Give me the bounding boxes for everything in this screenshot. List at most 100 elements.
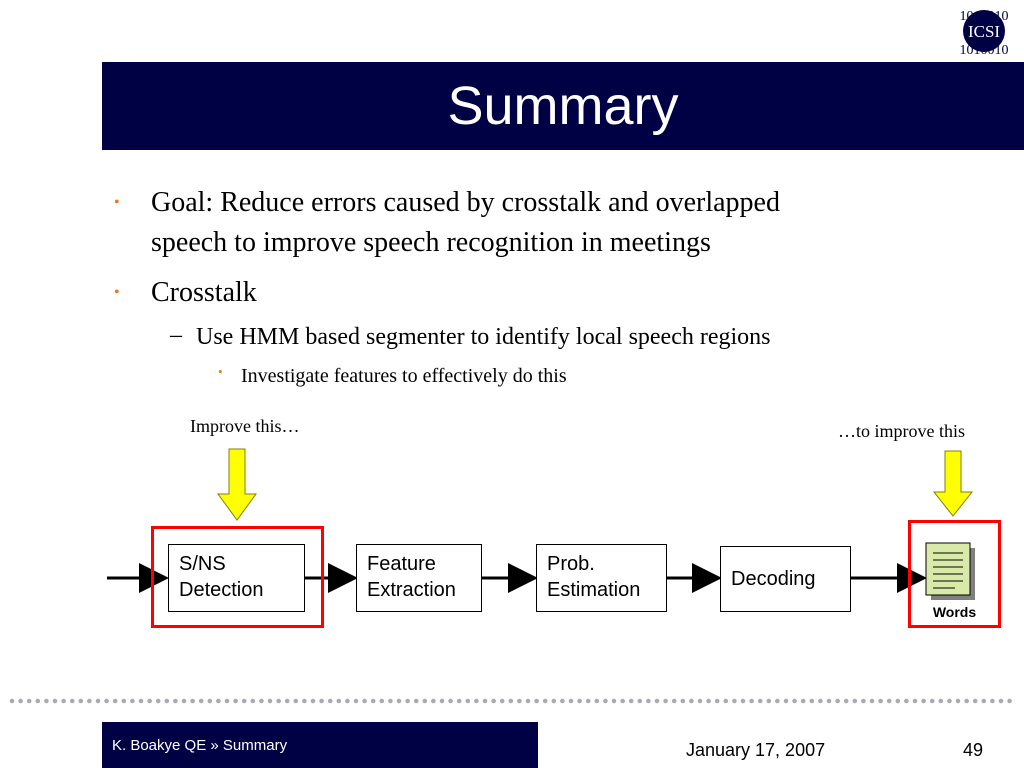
separator-dot <box>431 698 436 704</box>
separator-dot <box>680 698 686 704</box>
separator-dot <box>87 698 92 704</box>
separator-dot <box>697 698 703 704</box>
separator-dot <box>69 698 75 704</box>
separator-dot <box>465 698 471 704</box>
separator-dot <box>990 698 995 704</box>
separator-dot <box>560 698 565 704</box>
separator-dot <box>130 698 135 704</box>
separator-dot <box>869 698 875 704</box>
separator-dot <box>379 698 385 704</box>
separator-dot <box>577 698 582 704</box>
slide-title: Summary <box>447 76 679 136</box>
separator-dot <box>585 698 591 704</box>
separator-dot <box>568 698 574 704</box>
dotted-separator <box>9 698 1012 704</box>
separator-dot <box>895 698 901 704</box>
separator-dot <box>637 698 643 704</box>
separator-dot <box>783 698 789 704</box>
separator-dot <box>766 698 772 704</box>
separator-dot <box>190 698 195 704</box>
separator-dot <box>147 698 152 704</box>
sub-bullet-hmm: Use HMM based segmenter to identify loca… <box>196 324 771 350</box>
separator-dot <box>800 698 806 704</box>
separator-dot <box>628 698 634 704</box>
separator-dot <box>207 698 213 704</box>
separator-dot <box>250 698 256 704</box>
separator-dot <box>138 698 144 704</box>
separator-dot <box>508 698 514 704</box>
bullet-crosstalk: Crosstalk <box>151 277 257 308</box>
separator-dot <box>319 698 324 704</box>
footer-bar: K. Boakye QE » Summary <box>102 722 538 768</box>
highlight-frame-detection <box>151 526 324 628</box>
separator-dot <box>345 698 350 704</box>
separator-dot <box>749 698 754 704</box>
separator-dot <box>1007 698 1012 704</box>
separator-dot <box>654 698 660 704</box>
separator-dot <box>121 698 127 704</box>
yellow-down-arrow-left <box>217 448 257 521</box>
separator-dot <box>95 698 101 704</box>
box-prob-estimation: Prob. Estimation <box>536 544 667 612</box>
separator-dot <box>611 698 617 704</box>
icsi-logo-graphic: 1010010 ICSI 1010010 <box>960 9 1009 58</box>
separator-dot <box>792 698 797 704</box>
separator-dot <box>947 698 952 704</box>
separator-dot <box>327 698 333 704</box>
separator-dot <box>499 698 505 704</box>
footer-page-number: 49 <box>963 740 984 760</box>
separator-dot <box>775 698 780 704</box>
separator-dot <box>689 698 694 704</box>
annotation-to-improve-this: …to improve this <box>838 421 965 441</box>
separator-dot <box>353 698 359 704</box>
separator-dot <box>826 698 832 704</box>
separator-dot <box>646 698 651 704</box>
separator-dot <box>267 698 273 704</box>
separator-dot <box>706 698 711 704</box>
separator-dot <box>216 698 221 704</box>
box-label-line2: Estimation <box>547 579 641 601</box>
separator-dot <box>405 698 410 704</box>
separator-dot <box>422 698 428 704</box>
separator-dot <box>620 698 625 704</box>
box-feature-extraction: Feature Extraction <box>356 544 482 612</box>
separator-dot <box>370 698 376 704</box>
separator-dot <box>671 698 677 704</box>
separator-dot <box>972 698 978 704</box>
box-label-line2: Extraction <box>367 579 456 601</box>
separator-dot <box>241 698 247 704</box>
icsi-logo: 1010010 ICSI 1010010 <box>944 0 1024 62</box>
separator-dot <box>482 698 488 704</box>
logo-binary-top: 1010010 <box>960 9 1009 24</box>
separator-dot <box>456 698 462 704</box>
separator-dot <box>921 698 926 704</box>
separator-dot <box>164 698 170 704</box>
separator-dot <box>448 698 453 704</box>
separator-dot <box>663 698 668 704</box>
separator-dot <box>861 698 866 704</box>
separator-dot <box>104 698 109 704</box>
highlight-frame-words <box>908 520 1001 628</box>
separator-dot <box>198 698 204 704</box>
box-label-line2: Detection <box>179 579 264 601</box>
bullet-goal-line1: Goal: Reduce errors caused by crosstalk … <box>151 187 780 218</box>
bullet-marker: • <box>114 194 120 211</box>
separator-dot <box>310 698 316 704</box>
separator-dot <box>878 698 883 704</box>
separator-dot <box>491 698 496 704</box>
separator-dot <box>259 698 264 704</box>
separator-dot <box>912 698 918 704</box>
footer-author-section: K. Boakye QE » Summary <box>112 736 288 754</box>
separator-dot <box>740 698 746 704</box>
separator-dot <box>525 698 531 704</box>
separator-dot <box>551 698 557 704</box>
separator-dot <box>336 698 342 704</box>
yellow-down-arrow-right <box>932 450 974 517</box>
separator-dot <box>955 698 961 704</box>
separator-dot <box>61 698 66 704</box>
logo-binary-bottom: 1010010 <box>960 43 1009 58</box>
box-label-line1: S/NS <box>179 553 226 575</box>
separator-dot <box>9 698 15 704</box>
separator-dot <box>52 698 58 704</box>
